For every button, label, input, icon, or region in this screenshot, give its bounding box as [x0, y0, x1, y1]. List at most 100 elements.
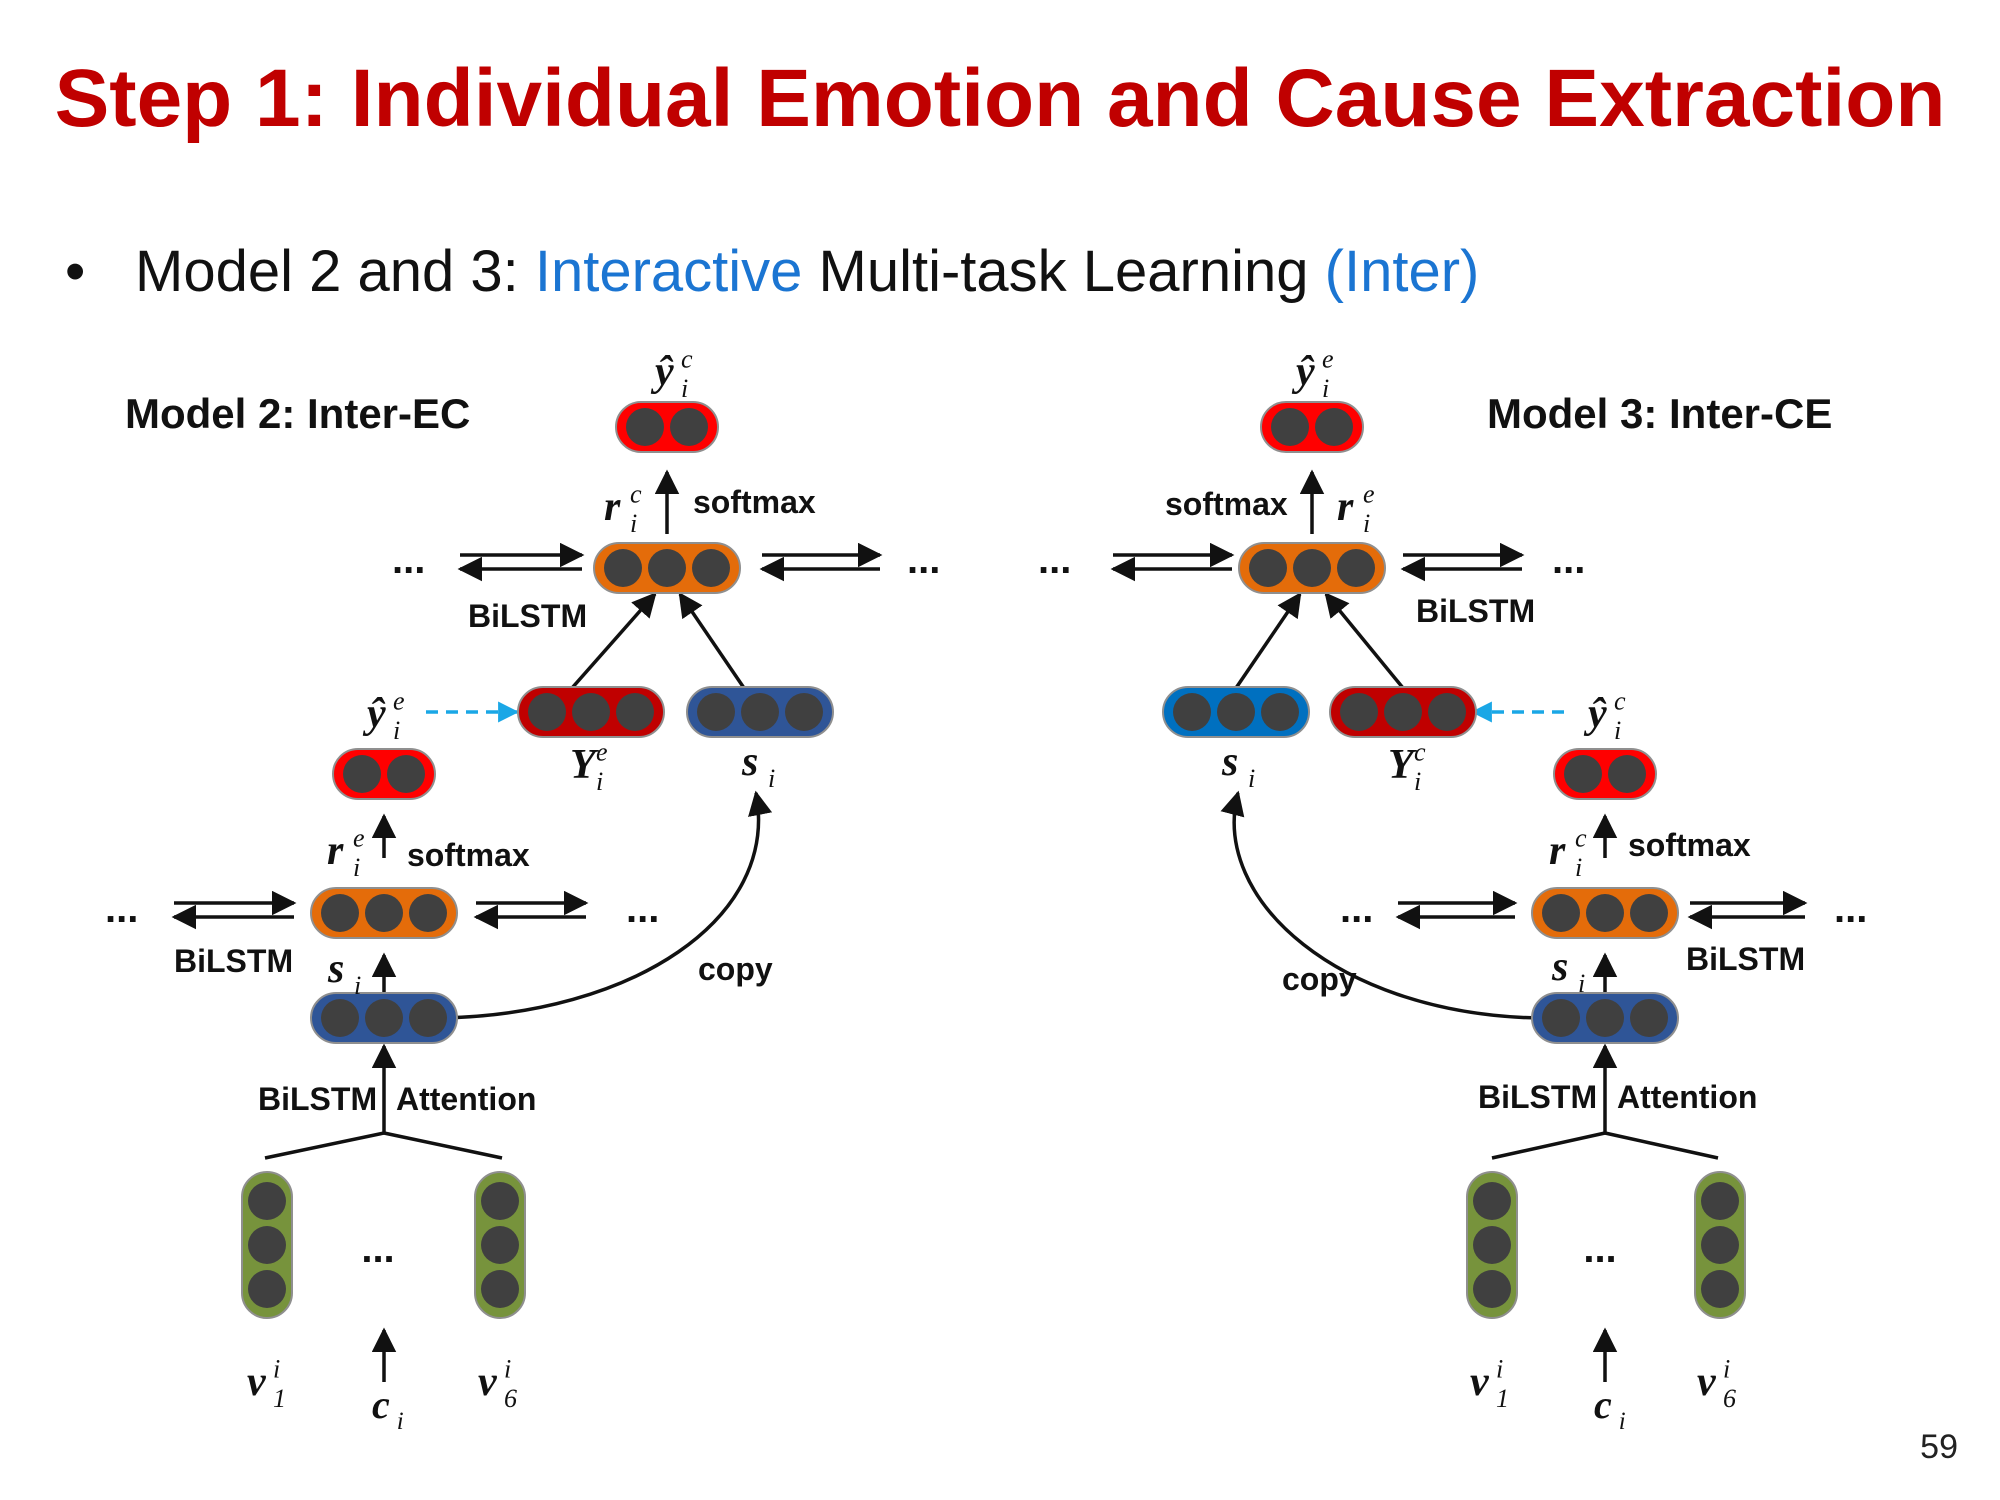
model-2-top-output-label-sup: c: [681, 344, 693, 373]
model-2-tree-right: [383, 1131, 503, 1160]
model-3-top-output-vector-node: [1315, 408, 1353, 446]
model-2-mid-rep-label-base: r: [327, 828, 344, 874]
model-3-top-bilstm-vector-node: [1249, 549, 1287, 587]
model-3-mid-output-label-sub: i: [1614, 716, 1621, 745]
model-3-mid-bilstm-vector-node: [1542, 894, 1580, 932]
model-3-top-rep-label-sub: i: [1363, 509, 1370, 538]
model-3-softmax-top-label: softmax: [1165, 486, 1288, 522]
model-3-top-bilstm-vector-node: [1337, 549, 1375, 587]
model-3-ellipsis-words: ...: [1583, 1227, 1616, 1271]
model-3-v6-label-sub: 6: [1723, 1384, 1736, 1413]
model-2-mid-bilstm-vector-node: [365, 894, 403, 932]
model-2-word-vector-6-node: [481, 1226, 519, 1264]
connector-layer: [171, 469, 1808, 1382]
model-2-Y-label-sub: i: [596, 767, 603, 796]
model-3-mid-rep-label-sub: i: [1575, 853, 1582, 882]
model-2-attention-label: Attention: [396, 1081, 536, 1117]
model-2-top-bilstm-vector-node: [604, 549, 642, 587]
model-2-title: Model 2: Inter-EC: [125, 390, 470, 437]
model-3-title: Model 3: Inter-CE: [1487, 390, 1832, 437]
model-3-mid-output-vector-node: [1564, 755, 1602, 793]
model-3-bilstm-top-label: BiLSTM: [1416, 593, 1535, 629]
page-number: 59: [1920, 1428, 1958, 1466]
bullet-point: •Model 2 and 3: Interactive Multi-task L…: [65, 238, 1479, 305]
model-3-v6-label-base: v: [1697, 1359, 1717, 1405]
model-2-copy-curve: [439, 790, 773, 1020]
model-3-copy-label: copy: [1282, 961, 1357, 997]
model-3-ellipsis-mid-left: ...: [1340, 887, 1373, 931]
model-3-Y-vector-node: [1428, 693, 1466, 731]
model-3-s-low-vector-node: [1630, 999, 1668, 1037]
model-2-word-vector-6: [474, 1171, 526, 1319]
model-2-s-low-vector-node: [409, 999, 447, 1037]
model-3-s-top-label-sub: i: [1248, 764, 1255, 793]
model-3-word-vector-1-node: [1473, 1270, 1511, 1308]
model-2-top-output-label-base: ŷ: [650, 349, 674, 395]
model-3-ellipsis-top-right: ...: [1552, 538, 1585, 582]
model-3-tree-right: [1604, 1131, 1719, 1160]
model-2-mid-bilstm-vector-node: [321, 894, 359, 932]
model-3-mid-output-vector-node: [1608, 755, 1646, 793]
model-2-word-vector-1-node: [248, 1226, 286, 1264]
model-2-v6-label-sup: i: [504, 1354, 511, 1383]
model-2-word-vector-1-node: [248, 1182, 286, 1220]
model-2-top-output-vector: [615, 401, 719, 453]
model-2-top-output-label-sub: i: [681, 374, 688, 403]
model-2-top-output-vector-node: [626, 408, 664, 446]
model-2-word-vector-1: [241, 1171, 293, 1319]
model-2-ellipsis-mid-left: ...: [105, 887, 138, 931]
model-3-word-vector-6-node: [1701, 1182, 1739, 1220]
model-3-ellipsis-top-left: ...: [1038, 538, 1071, 582]
model-2-top-bilstm-vector-node: [692, 549, 730, 587]
model-2-mid-rep-label-sup: e: [353, 823, 365, 852]
model-2-softmax-top-label: softmax: [693, 484, 816, 520]
model-3-mid-bilstm-vector: [1531, 887, 1679, 939]
model-2-word-vector-6-node: [481, 1182, 519, 1220]
model-3-top-output-label-sub: i: [1322, 374, 1329, 403]
model-3-v1-label-sup: i: [1496, 1354, 1503, 1383]
model-2-Y-vector: [517, 686, 665, 738]
bullet-prefix: Model 2 and 3:: [135, 239, 535, 304]
model-2-c-label-base: c: [372, 1382, 390, 1427]
model-3-mid-output-label-sup: c: [1614, 686, 1626, 715]
model-3-s-low-vector-node: [1586, 999, 1624, 1037]
model-2-top-bilstm-vector-node: [648, 549, 686, 587]
bullet-middle: Multi-task Learning: [802, 239, 1325, 304]
model-3-mid-bilstm-vector-node: [1630, 894, 1668, 932]
model-3-top-bilstm-vector-node: [1293, 549, 1331, 587]
model-3-Y-label-sub: i: [1414, 767, 1421, 796]
model-3-c-label-sub: i: [1619, 1408, 1626, 1435]
model-2-Y-vector-node: [528, 693, 566, 731]
model-3-Y-vector-node: [1340, 693, 1378, 731]
model-3-ellipsis-mid-right: ...: [1834, 887, 1867, 931]
model-2-Y-label-base: Y: [570, 742, 599, 788]
model-3-s-low-label-base: s: [1551, 944, 1568, 990]
model-2-v6-label-sub: 6: [504, 1384, 517, 1413]
model-2-ellipsis-words: ...: [361, 1227, 394, 1271]
model-2-c-label-sub: i: [397, 1408, 404, 1435]
model-2-copy-label: copy: [698, 951, 773, 987]
model-2-tree-left: [264, 1131, 385, 1160]
model-3-s-to-top-arrow: [1234, 591, 1302, 689]
model-3-s-top-label-base: s: [1221, 739, 1238, 785]
model-2-v1-label-base: v: [247, 1359, 267, 1405]
model-2-ellipsis-mid-right: ...: [626, 887, 659, 931]
model-3-mid-output-vector: [1553, 748, 1657, 800]
model-2-top-rep-label-sub: i: [630, 509, 637, 538]
model-2-mid-bilstm-vector: [310, 887, 458, 939]
model-2-mid-output-label-base: ŷ: [362, 691, 386, 737]
bullet-highlight: Interactive: [534, 239, 803, 304]
